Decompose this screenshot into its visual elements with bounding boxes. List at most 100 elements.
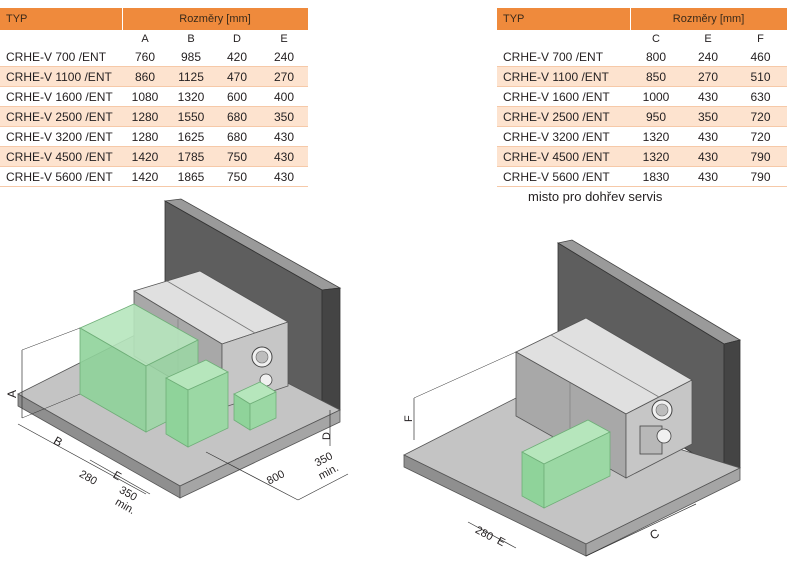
service-space-side (543, 431, 611, 509)
dimension-value: 1830 (630, 166, 682, 187)
dimension-value: 850 (630, 66, 682, 87)
header-type: TYP (497, 8, 631, 30)
dimension-label-c: C (648, 526, 662, 543)
dimension-value: 750 (214, 166, 260, 187)
model-name: CRHE-V 3200 /ENT (497, 126, 630, 147)
dimension-value: 680 (214, 126, 260, 147)
header-dimensions: Rozměry [mm] (122, 8, 309, 30)
dimension-value: 350 (682, 106, 734, 127)
dimension-value: 1785 (168, 146, 214, 167)
model-name: CRHE-V 2500 /ENT (0, 106, 122, 127)
dimension-value: 350 (260, 106, 308, 127)
dimension-value: 1865 (168, 166, 214, 187)
service-space-note: misto pro dohřev servis (528, 189, 663, 204)
column-letter: B (168, 30, 214, 47)
dimension-value: 800 (630, 47, 682, 67)
column-letter: A (122, 30, 168, 47)
dimension-value: 790 (734, 166, 787, 187)
table-header-row: TYP Rozměry [mm] (0, 8, 309, 30)
model-name: CRHE-V 700 /ENT (497, 47, 630, 67)
dimension-value: 1320 (168, 86, 214, 107)
header-type: TYP (0, 8, 123, 30)
dimension-value: 950 (630, 106, 682, 127)
dimension-label-f: F (403, 415, 415, 422)
dimension-value: 790 (734, 146, 787, 167)
dimension-value: 1550 (168, 106, 214, 127)
dimension-value: 1125 (168, 66, 214, 87)
dimension-value: 510 (734, 66, 787, 87)
dimension-value: 720 (734, 126, 787, 147)
dimension-value: 460 (734, 47, 787, 67)
column-letter: E (260, 30, 308, 47)
header-dimensions: Rozměry [mm] (630, 8, 787, 30)
dimension-value: 430 (682, 166, 734, 187)
dimension-value: 270 (682, 66, 734, 87)
model-name: CRHE-V 1100 /ENT (0, 66, 122, 87)
column-letter: F (734, 30, 787, 47)
column-letters-row: A B D E (0, 30, 308, 47)
model-name: CRHE-V 5600 /ENT (0, 166, 122, 187)
dimension-label-a: A (5, 390, 19, 398)
dimension-value: 1280 (122, 126, 168, 147)
dimension-value: 750 (214, 146, 260, 167)
dimension-value: 860 (122, 66, 168, 87)
service-space-mid-side (187, 371, 229, 448)
right-installation-drawing: F 280 E C (403, 239, 742, 557)
model-name: CRHE-V 1600 /ENT (497, 86, 630, 107)
model-name: CRHE-V 4500 /ENT (0, 146, 122, 167)
dimension-value: 1625 (168, 126, 214, 147)
dimension-value: 1320 (630, 126, 682, 147)
dimension-label-280: 280 (77, 468, 99, 488)
left-installation-drawing: A B 280 E 350 min. 800 350 min. D (5, 198, 349, 517)
dimension-value: 720 (734, 106, 787, 127)
floor-front-right (585, 467, 741, 557)
wall-side (723, 339, 741, 473)
dimension-value: 1420 (122, 166, 168, 187)
dimension-value: 1000 (630, 86, 682, 107)
table-header-row: TYP Rozměry [mm] (497, 8, 787, 30)
dimension-value: 1320 (630, 146, 682, 167)
service-space-small-side (249, 391, 277, 431)
dimension-value: 240 (682, 47, 734, 67)
dimension-label-280: 280 (473, 524, 495, 543)
model-name: CRHE-V 1100 /ENT (497, 66, 630, 87)
column-letter: D (214, 30, 260, 47)
dimension-value: 680 (214, 106, 260, 127)
dimension-value: 470 (214, 66, 260, 87)
dimensions-table-left: TYP Rozměry [mm] A B D E CRHE-V 700 /ENT… (0, 8, 309, 187)
duct-connection-icon (656, 428, 672, 444)
model-name: CRHE-V 5600 /ENT (497, 166, 630, 187)
dimension-value: 985 (168, 47, 214, 67)
dimension-value: 1420 (122, 146, 168, 167)
dimension-label-800: 800 (265, 468, 287, 487)
dimension-value: 430 (260, 126, 308, 147)
column-letters-row: C E F (497, 30, 787, 47)
dimension-value: 430 (260, 166, 308, 187)
model-name: CRHE-V 4500 /ENT (497, 146, 630, 167)
wall-side (321, 287, 341, 413)
dimension-value: 600 (214, 86, 260, 107)
model-name: CRHE-V 2500 /ENT (497, 106, 630, 127)
dimension-value: 430 (260, 146, 308, 167)
floor-front-right (179, 409, 341, 499)
dimension-value: 1080 (122, 86, 168, 107)
model-name: CRHE-V 3200 /ENT (0, 126, 122, 147)
dimension-value: 240 (260, 47, 308, 67)
model-name: CRHE-V 1600 /ENT (0, 86, 122, 107)
